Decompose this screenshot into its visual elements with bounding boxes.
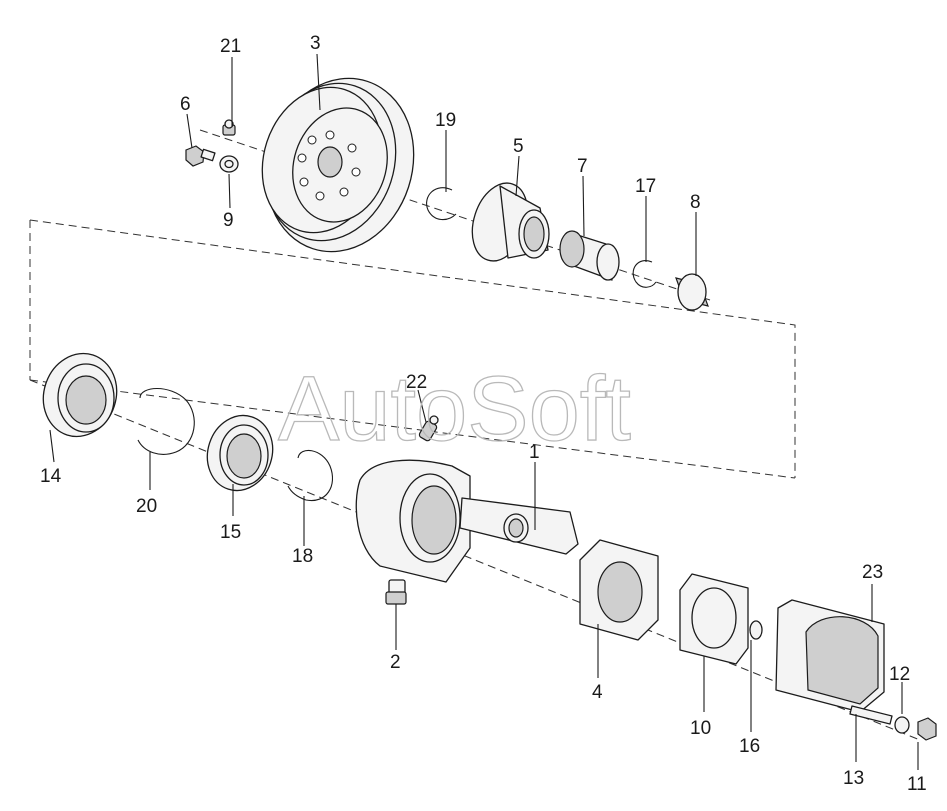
bearing-part bbox=[206, 414, 274, 492]
spline-gear-part bbox=[675, 273, 709, 311]
bracket-housing-part bbox=[355, 459, 579, 583]
washer-part bbox=[219, 155, 239, 173]
callout-12: 12 bbox=[889, 664, 910, 685]
callout-13: 13 bbox=[843, 768, 864, 789]
splined-sleeve-part bbox=[559, 230, 620, 281]
snap-ring-part bbox=[426, 187, 457, 221]
callout-3: 3 bbox=[310, 33, 321, 54]
callout-10: 10 bbox=[690, 718, 711, 739]
callout-5: 5 bbox=[513, 136, 524, 157]
callout-15: 15 bbox=[220, 522, 241, 543]
frame-right bbox=[29, 219, 796, 478]
frame-bottom bbox=[29, 379, 796, 479]
cover-part bbox=[775, 599, 885, 713]
callout-1: 1 bbox=[529, 442, 540, 463]
callout-22: 22 bbox=[406, 372, 427, 393]
upper-axis bbox=[199, 129, 711, 301]
callout-2: 2 bbox=[390, 652, 401, 673]
callout-23: 23 bbox=[862, 562, 883, 583]
watermark-text: AutoSoft bbox=[278, 358, 631, 460]
small-snap-ring-part bbox=[749, 620, 763, 640]
callout-9: 9 bbox=[223, 210, 234, 231]
lower-axis bbox=[29, 379, 921, 741]
lock-washer-part bbox=[894, 716, 910, 734]
callout-7: 7 bbox=[577, 156, 588, 177]
callout-labels: 3 21 6 9 19 5 7 17 8 22 1 14 20 15 18 2 … bbox=[40, 33, 927, 795]
gasket-plate-part bbox=[579, 539, 659, 641]
grease-nipple-part bbox=[418, 415, 439, 442]
assembly-axes bbox=[29, 129, 921, 741]
callout-19: 19 bbox=[435, 110, 456, 131]
callout-8: 8 bbox=[690, 192, 701, 213]
small-ring-part bbox=[632, 260, 657, 288]
stud-part bbox=[849, 705, 893, 725]
seal-part bbox=[42, 352, 118, 438]
hex-bolt-part bbox=[385, 579, 407, 605]
callout-4: 4 bbox=[592, 682, 603, 703]
callout-17: 17 bbox=[635, 176, 656, 197]
grease-fitting-part bbox=[222, 119, 236, 136]
callout-18: 18 bbox=[292, 546, 313, 567]
callout-21: 21 bbox=[220, 36, 241, 57]
callout-16: 16 bbox=[739, 736, 760, 757]
callout-14: 14 bbox=[40, 466, 62, 487]
retaining-ring-part bbox=[137, 388, 195, 455]
leader-lines bbox=[49, 53, 919, 770]
ring-part bbox=[287, 449, 333, 502]
bolt-part bbox=[185, 145, 216, 167]
callout-11: 11 bbox=[907, 774, 927, 795]
callout-20: 20 bbox=[136, 496, 157, 517]
nut-part bbox=[917, 717, 937, 741]
callout-6: 6 bbox=[180, 94, 191, 115]
pulley-part bbox=[261, 77, 415, 253]
hub-part bbox=[471, 182, 550, 262]
gasket-part bbox=[679, 573, 749, 665]
